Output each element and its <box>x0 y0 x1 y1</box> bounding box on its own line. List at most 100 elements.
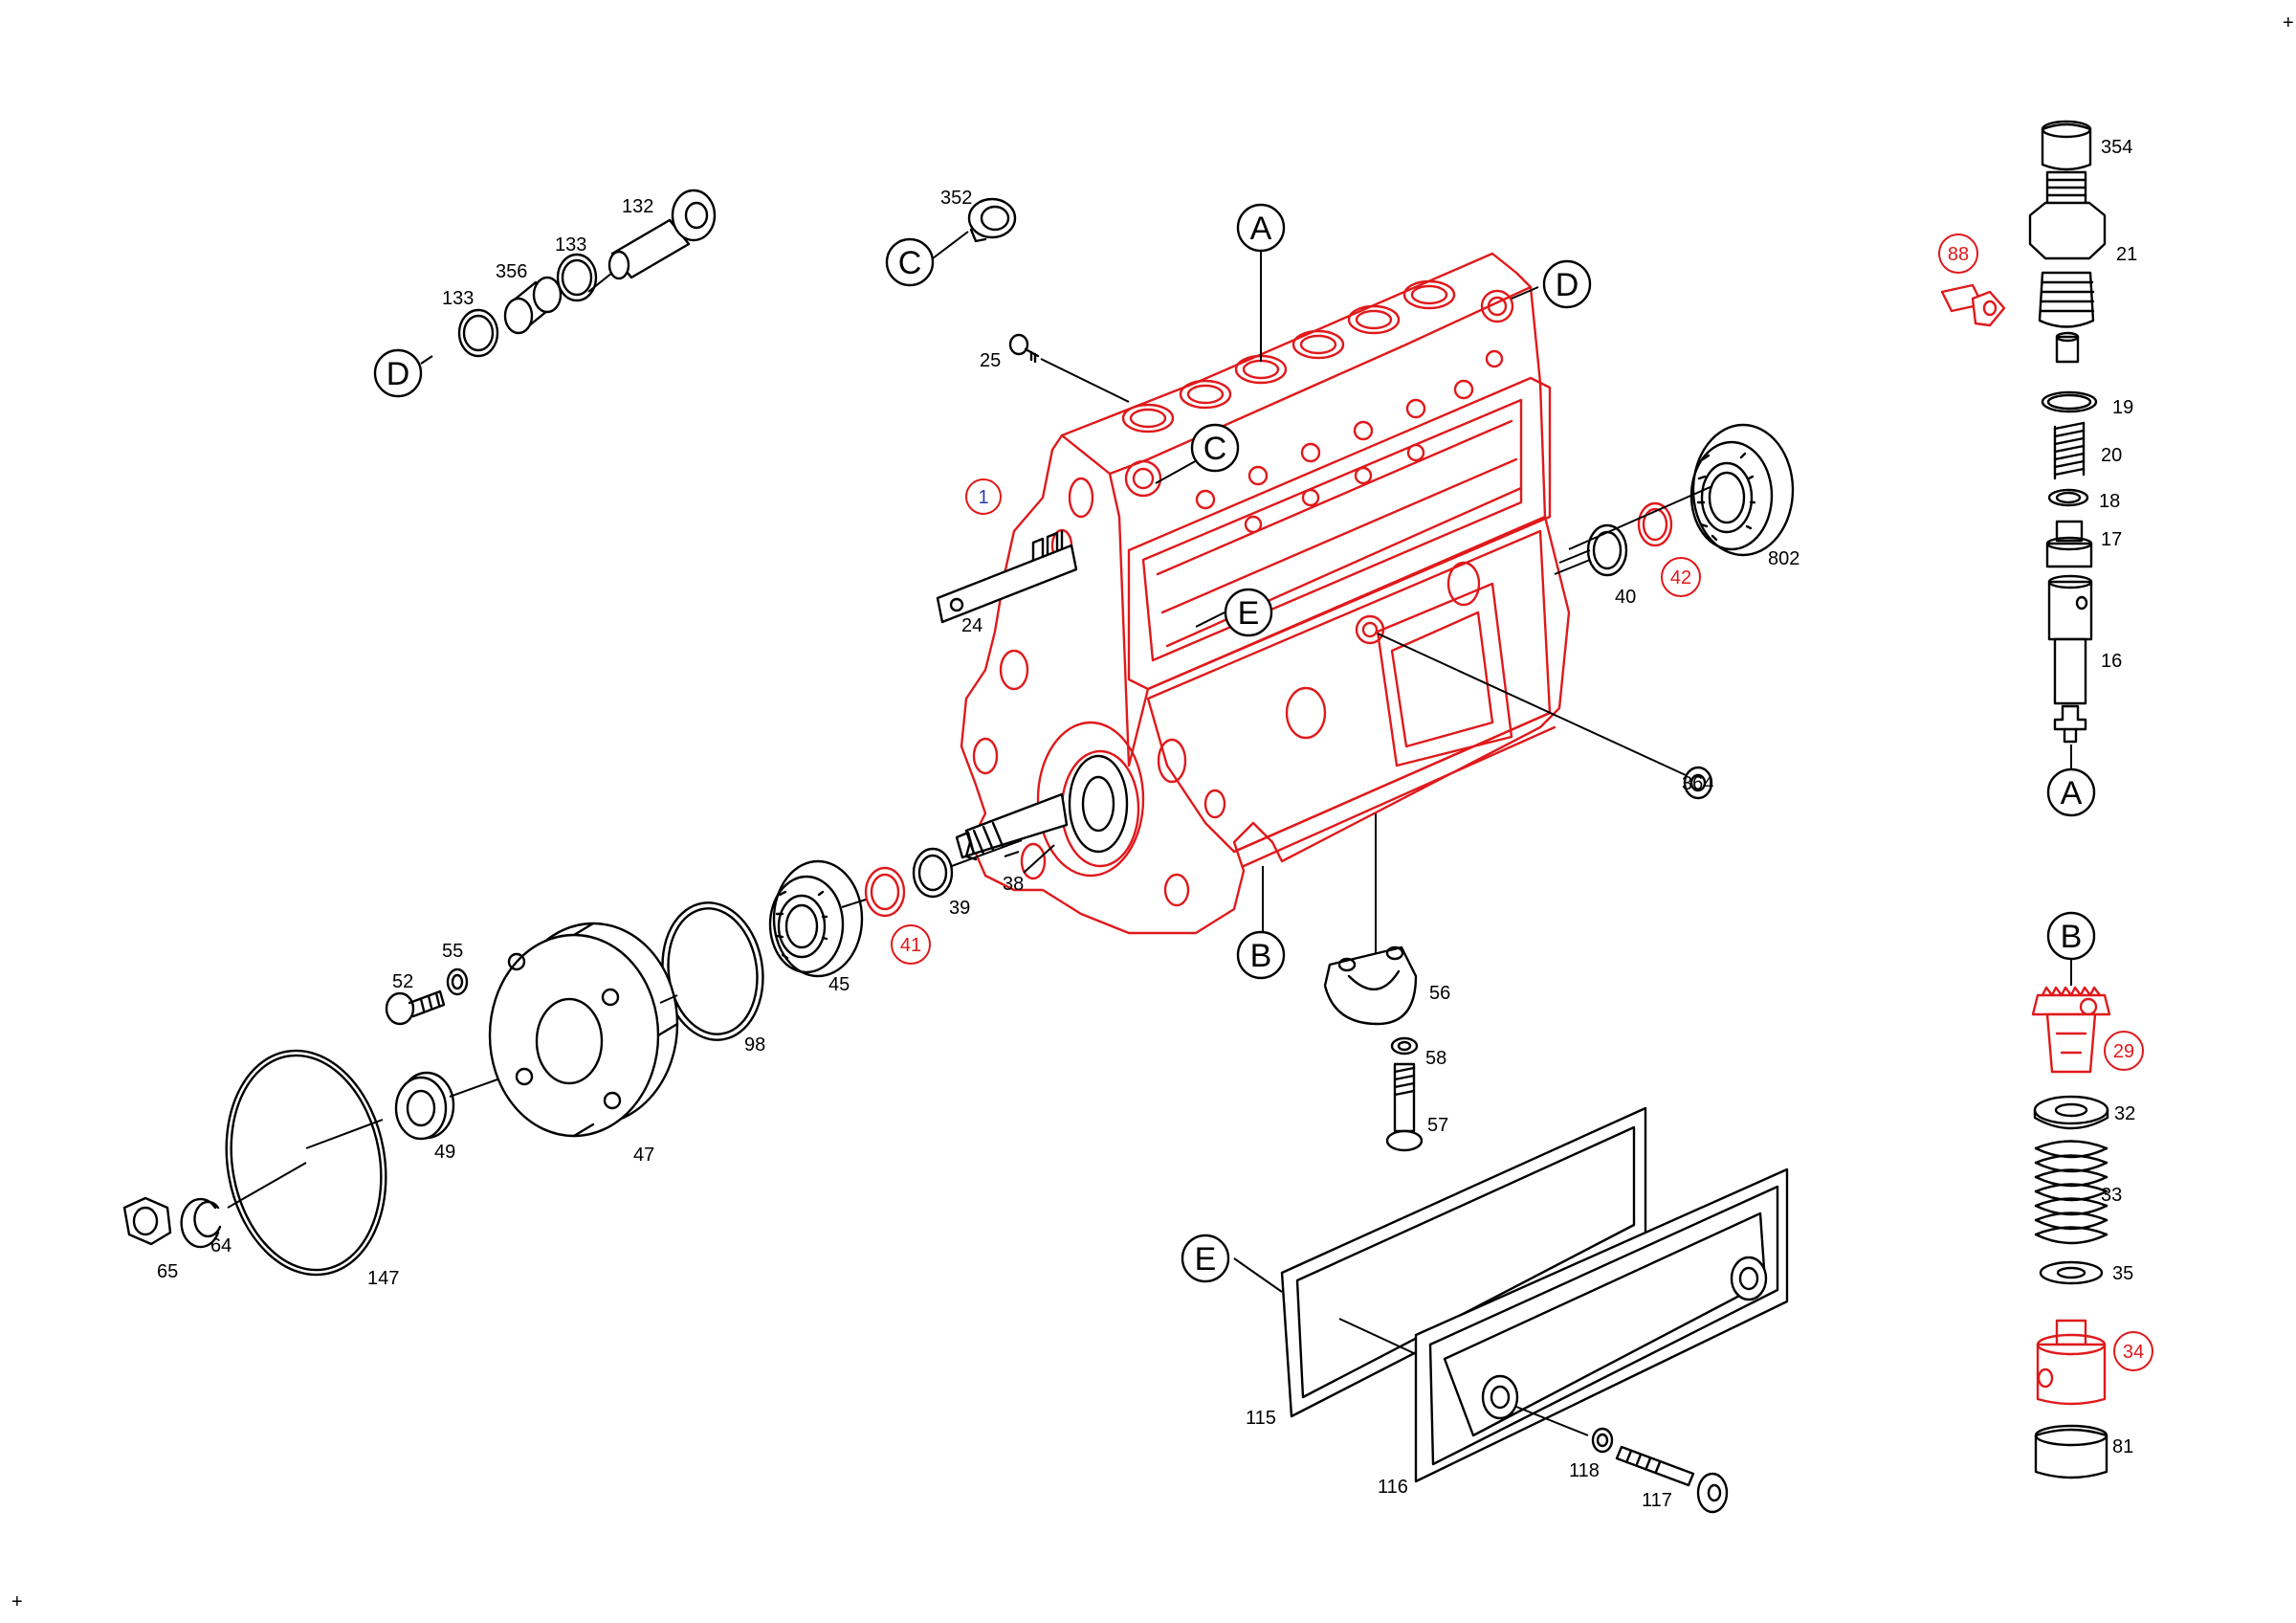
svg-text:D: D <box>386 356 410 392</box>
ball-bearing-802[interactable] <box>1689 423 1795 557</box>
spacer-ring-41[interactable] <box>864 866 906 918</box>
svg-text:42: 42 <box>1670 567 1691 589</box>
part-number-133: 133 <box>442 288 474 309</box>
part-number-64: 64 <box>210 1235 232 1256</box>
washer-58[interactable] <box>1390 1036 1419 1056</box>
leader-lines <box>227 249 1713 1209</box>
part-label-34: 34 <box>2113 1331 2153 1371</box>
svg-text:29: 29 <box>2113 1041 2134 1062</box>
oil-seal-49[interactable] <box>394 1071 455 1141</box>
flange-47[interactable] <box>488 922 679 1138</box>
part-number-352: 352 <box>940 188 972 209</box>
o-ring-147[interactable] <box>210 1038 403 1288</box>
tappet-34[interactable] <box>2036 1319 2107 1406</box>
pump-housing[interactable] <box>960 252 1571 935</box>
plug-364[interactable] <box>1683 766 1713 800</box>
part-number-32: 32 <box>2114 1103 2135 1124</box>
cap-354[interactable] <box>2041 120 2092 171</box>
reference-marker-B-body: B <box>1236 930 1286 980</box>
part-number-35: 35 <box>2112 1263 2133 1284</box>
spring-20[interactable] <box>2053 421 2086 480</box>
svg-text:C: C <box>1203 431 1227 467</box>
part-numbers: 132 133 356 133 352 25 24 40 802 364 38 … <box>157 137 2137 1511</box>
sealing-ring-133-b[interactable] <box>457 308 499 358</box>
svg-text:B: B <box>1250 938 1272 974</box>
spring-seat-32[interactable] <box>2033 1095 2109 1130</box>
spring-seat-35[interactable] <box>2039 1260 2104 1285</box>
part-number-40: 40 <box>1615 587 1636 608</box>
part-number-115: 115 <box>1246 1408 1276 1429</box>
part-number-118: 118 <box>1569 1460 1600 1481</box>
reference-marker-A-top: A <box>1236 203 1286 253</box>
washer-118[interactable] <box>1591 1427 1614 1454</box>
part-number-116: 116 <box>1378 1477 1408 1498</box>
ball-bearing-45[interactable] <box>768 859 864 978</box>
part-label-1: 1 <box>965 478 1002 515</box>
clamp-88[interactable] <box>1940 283 2006 327</box>
part-number-364: 364 <box>1682 773 1713 794</box>
part-number-21: 21 <box>2116 244 2137 265</box>
sealing-ring-19[interactable] <box>2041 390 2098 413</box>
hex-nut-65[interactable] <box>122 1196 172 1246</box>
bracket-56[interactable] <box>1323 945 1418 1026</box>
camshaft[interactable] <box>955 754 1129 861</box>
spacer-154[interactable] <box>2055 331 2080 364</box>
svg-text:1: 1 <box>978 487 988 508</box>
svg-text:A: A <box>1250 211 1272 247</box>
svg-text:88: 88 <box>1948 244 1969 265</box>
part-number-33: 33 <box>2101 1185 2122 1206</box>
part-number-354: 354 <box>2101 137 2132 158</box>
sleeve-356[interactable] <box>503 276 563 335</box>
reference-marker-D-body: D <box>1542 259 1592 309</box>
lock-washer-64[interactable] <box>180 1197 222 1249</box>
delivery-valve-17[interactable] <box>2045 520 2093 568</box>
cover-plate-116[interactable] <box>1414 1167 1789 1483</box>
svg-text:34: 34 <box>2123 1342 2144 1363</box>
part-number-47: 47 <box>633 1145 654 1166</box>
screw-52[interactable] <box>385 989 446 1026</box>
housing-studs <box>1124 289 1514 645</box>
washer-55[interactable] <box>446 967 469 996</box>
spacer-ring-42[interactable] <box>1637 501 1673 547</box>
part-number-356: 356 <box>496 261 527 282</box>
control-sleeve-29[interactable] <box>2031 986 2111 1074</box>
part-number-45: 45 <box>828 974 850 995</box>
shim-39[interactable] <box>912 847 954 899</box>
part-label-29: 29 <box>2104 1031 2144 1071</box>
svg-text:41: 41 <box>900 935 921 956</box>
control-rod[interactable] <box>936 529 1078 624</box>
sealing-ring-133-a[interactable] <box>556 253 598 302</box>
bolt-57[interactable] <box>1385 1062 1424 1152</box>
housing-top-bores <box>1121 279 1456 434</box>
plug-352[interactable] <box>967 197 1017 243</box>
corner-mark-bottom-left: + <box>11 1591 23 1612</box>
delivery-valve-holder-132[interactable] <box>607 189 717 280</box>
roller-81[interactable] <box>2034 1424 2108 1479</box>
bolt-117[interactable] <box>1615 1445 1729 1514</box>
reference-marker-D-top: D <box>373 348 423 398</box>
reference-marker-A-column: A <box>2046 767 2096 817</box>
svg-text:E: E <box>1195 1241 1217 1278</box>
reference-marker-B-column: B <box>2046 911 2096 961</box>
part-label-42: 42 <box>1661 557 1701 597</box>
spring-33[interactable] <box>2034 1140 2108 1245</box>
part-label-88: 88 <box>1938 233 1978 274</box>
svg-text:E: E <box>1238 595 1260 632</box>
part-number-20: 20 <box>2101 445 2122 466</box>
reference-marker-E-cover: E <box>1181 1234 1230 1283</box>
screw-25[interactable] <box>1008 333 1040 364</box>
part-number-39: 39 <box>949 898 970 919</box>
part-number-49: 49 <box>434 1142 455 1163</box>
part-number-147: 147 <box>367 1268 399 1289</box>
plunger-barrel-16[interactable] <box>2047 574 2093 744</box>
part-number-24: 24 <box>961 615 982 636</box>
part-number-117: 117 <box>1642 1490 1672 1511</box>
svg-text:A: A <box>2061 775 2083 812</box>
part-number-58: 58 <box>1425 1048 1446 1069</box>
part-number-81: 81 <box>2112 1436 2133 1457</box>
part-number-16: 16 <box>2101 651 2122 672</box>
part-number-98: 98 <box>744 1034 765 1056</box>
delivery-valve-holder-21[interactable] <box>2028 170 2107 328</box>
sealing-ring-18[interactable] <box>2047 488 2089 507</box>
